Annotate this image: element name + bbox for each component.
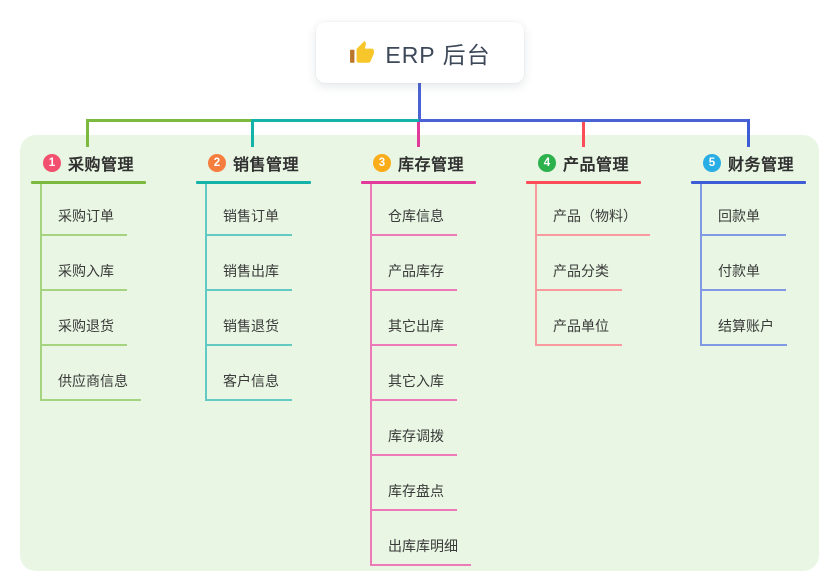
child-node-label: 销售出库 (223, 263, 279, 279)
child-node[interactable]: 产品（物料） (537, 184, 650, 236)
child-node[interactable]: 仓库信息 (372, 184, 457, 236)
branch-underline (196, 181, 311, 184)
child-node-label: 客户信息 (223, 373, 279, 389)
branch-2: 2 销售管理 销售订单 销售出库 销售退货 客户信息 (196, 150, 356, 401)
child-node-label: 销售订单 (223, 208, 279, 224)
branch-5: 5 财务管理 回款单 付款单 结算账户 (691, 150, 839, 346)
child-node[interactable]: 销售退货 (207, 291, 292, 346)
child-node[interactable]: 采购入库 (42, 236, 127, 291)
branch-children: 采购订单 采购入库 采购退货 供应商信息 (40, 184, 141, 401)
branch-children: 回款单 付款单 结算账户 (700, 184, 787, 346)
branches-panel (20, 135, 819, 571)
branch-underline (361, 181, 476, 184)
child-node-label: 产品（物料） (553, 208, 637, 224)
child-node-label: 采购订单 (58, 208, 114, 224)
branch-3: 3 库存管理 仓库信息 产品库存 其它出库 其它入库 库存调拨 库存盘点 出库库… (361, 150, 521, 566)
child-node[interactable]: 结算账户 (702, 291, 787, 346)
child-node[interactable]: 库存调拨 (372, 401, 457, 456)
child-node-label: 供应商信息 (58, 373, 128, 389)
branch-underline (691, 181, 806, 184)
branch-underline (31, 181, 146, 184)
connector-drop-branch-4 (582, 122, 585, 147)
child-node-label: 库存调拨 (388, 428, 444, 444)
thumbs-up-icon (350, 40, 375, 63)
connector-drop-branch-2 (251, 119, 254, 147)
branch-title: 财务管理 (728, 156, 795, 174)
child-node[interactable]: 其它出库 (372, 291, 457, 346)
branch-number-badge: 2 (208, 153, 226, 172)
branch-header[interactable]: 2 销售管理 (196, 150, 356, 175)
connector-horizontal-left (86, 119, 254, 122)
branch-header[interactable]: 3 库存管理 (361, 150, 521, 175)
child-node[interactable]: 出库库明细 (372, 511, 471, 566)
branch-header[interactable]: 5 财务管理 (691, 150, 839, 175)
branch-title: 销售管理 (233, 156, 300, 174)
branch-number-badge: 1 (43, 153, 61, 172)
branch-underline (526, 181, 641, 184)
branch-header[interactable]: 4 产品管理 (526, 150, 686, 175)
child-node-label: 产品单位 (553, 318, 609, 334)
connector-root-vertical (418, 82, 421, 122)
child-node[interactable]: 库存盘点 (372, 456, 457, 511)
branch-title: 库存管理 (398, 156, 465, 174)
child-node-label: 其它入库 (388, 373, 444, 389)
connector-horizontal-right (419, 119, 750, 122)
branch-4: 4 产品管理 产品（物料） 产品分类 产品单位 (526, 150, 686, 346)
child-node[interactable]: 付款单 (702, 236, 786, 291)
child-node[interactable]: 客户信息 (207, 346, 292, 401)
child-node-label: 产品分类 (553, 263, 609, 279)
branch-title: 产品管理 (563, 156, 630, 174)
branch-header[interactable]: 1 采购管理 (31, 150, 191, 175)
branch-number-badge: 3 (373, 153, 391, 172)
child-node[interactable]: 产品单位 (537, 291, 622, 346)
root-node[interactable]: ERP 后台 (316, 22, 524, 83)
child-node-label: 采购入库 (58, 263, 114, 279)
child-node-label: 产品库存 (388, 263, 444, 279)
branch-children: 产品（物料） 产品分类 产品单位 (535, 184, 650, 346)
branch-title: 采购管理 (68, 156, 135, 174)
root-node-label: ERP 后台 (385, 41, 491, 68)
branch-children: 仓库信息 产品库存 其它出库 其它入库 库存调拨 库存盘点 出库库明细 (370, 184, 471, 566)
child-node[interactable]: 其它入库 (372, 346, 457, 401)
child-node[interactable]: 采购退货 (42, 291, 127, 346)
connector-drop-branch-5 (747, 119, 750, 147)
child-node-label: 其它出库 (388, 318, 444, 334)
child-node[interactable]: 产品库存 (372, 236, 457, 291)
child-node[interactable]: 回款单 (702, 184, 786, 236)
branch-1: 1 采购管理 采购订单 采购入库 采购退货 供应商信息 (31, 150, 191, 401)
child-node-label: 仓库信息 (388, 208, 444, 224)
child-node-label: 付款单 (718, 263, 760, 279)
child-node-label: 结算账户 (718, 318, 774, 334)
branch-children: 销售订单 销售出库 销售退货 客户信息 (205, 184, 292, 401)
branch-number-badge: 5 (703, 153, 721, 172)
child-node-label: 回款单 (718, 208, 760, 224)
child-node[interactable]: 销售出库 (207, 236, 292, 291)
child-node[interactable]: 产品分类 (537, 236, 622, 291)
branch-number-badge: 4 (538, 153, 556, 172)
child-node-label: 出库库明细 (388, 538, 458, 554)
connector-horizontal-mid (253, 119, 419, 122)
child-node[interactable]: 销售订单 (207, 184, 292, 236)
child-node[interactable]: 供应商信息 (42, 346, 141, 401)
connector-drop-branch-1 (86, 119, 89, 147)
child-node-label: 库存盘点 (388, 483, 444, 499)
connector-drop-branch-3 (417, 122, 420, 147)
child-node-label: 采购退货 (58, 318, 114, 334)
child-node-label: 销售退货 (223, 318, 279, 334)
child-node[interactable]: 采购订单 (42, 184, 127, 236)
